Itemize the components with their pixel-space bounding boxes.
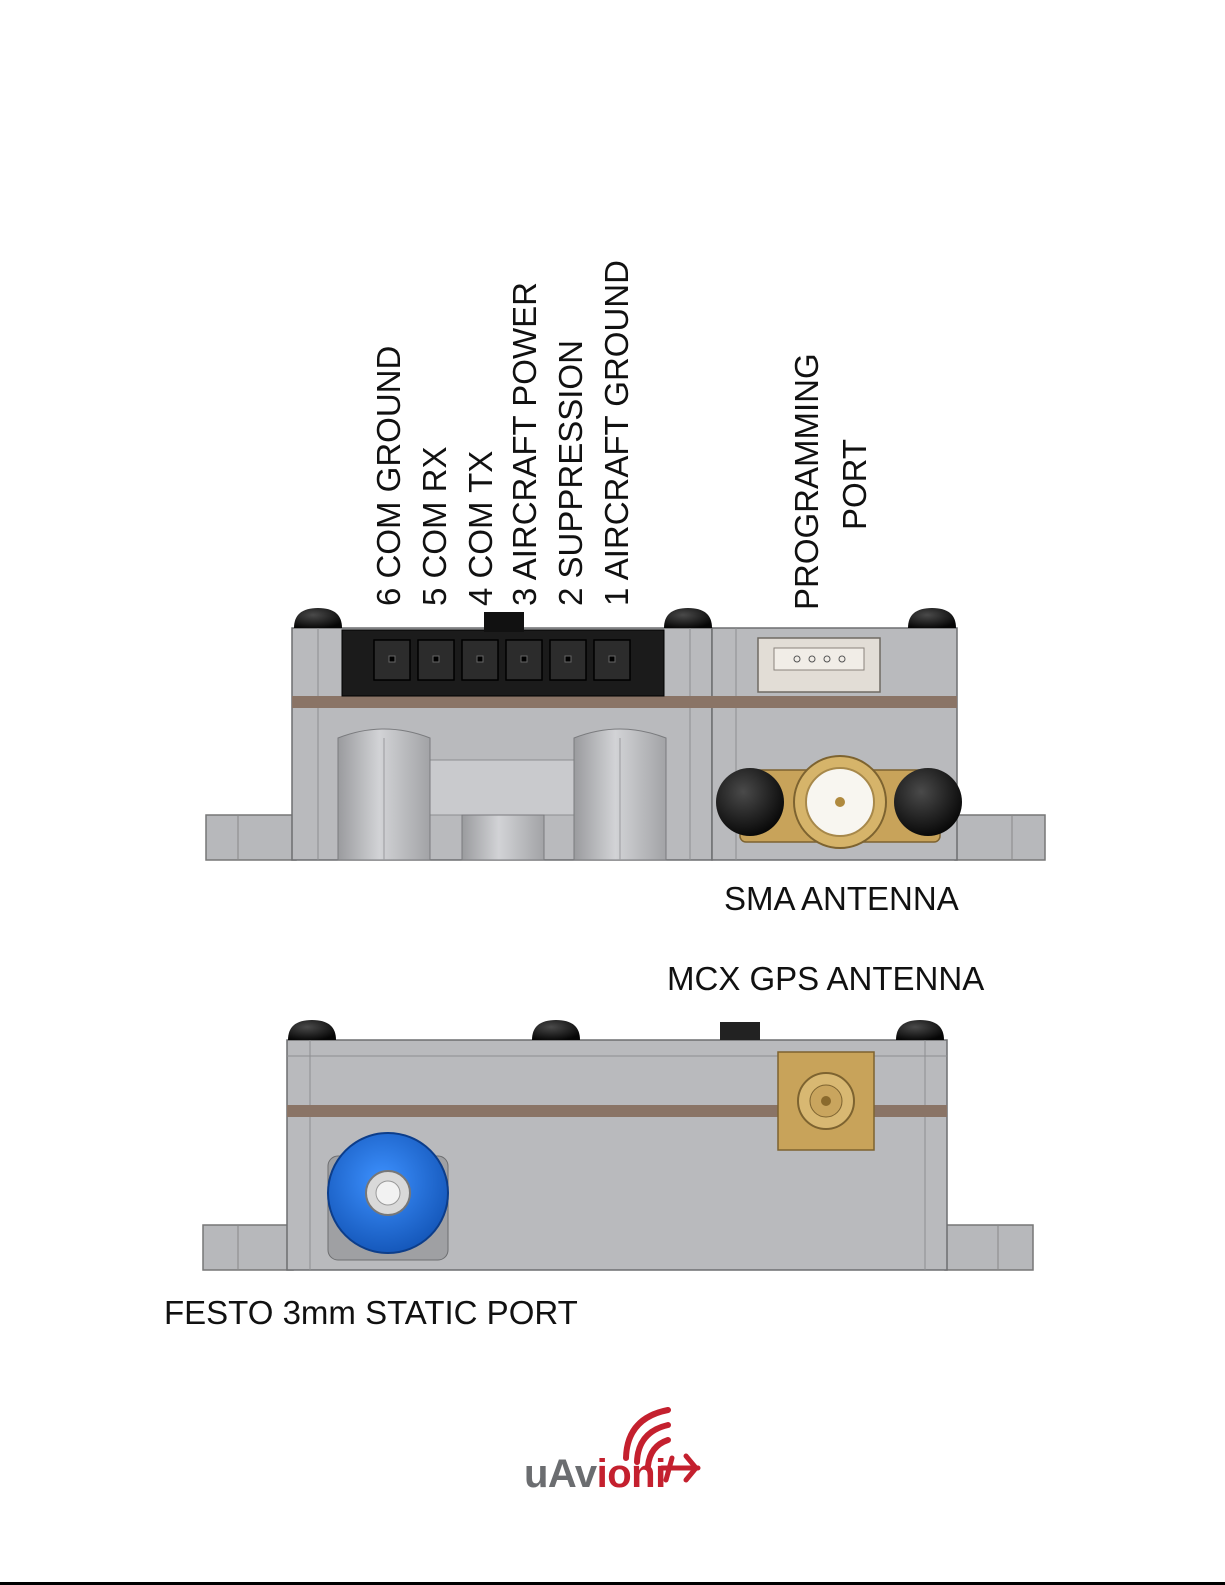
pin-5-label: 5 COM RX	[418, 446, 451, 606]
programming-port-label-line1: PROGRAMMING	[790, 353, 823, 610]
sma-antenna-label: SMA ANTENNA	[724, 882, 959, 915]
sma-screw-left	[716, 768, 784, 836]
mcx-gps-antenna-label: MCX GPS ANTENNA	[667, 962, 984, 995]
sma-screw-right	[894, 768, 962, 836]
logo-text-part1: uAv	[524, 1452, 597, 1496]
pin-6-label: 6 COM GROUND	[372, 346, 405, 606]
housing-seam	[292, 696, 957, 708]
side-view	[203, 1020, 1033, 1270]
right-flange	[955, 815, 1045, 860]
uavionix-logo: uAvioni	[524, 1452, 666, 1497]
pin-4-label: 4 COM TX	[464, 451, 497, 606]
top-view	[206, 608, 1045, 860]
static-port-label: FESTO 3mm STATIC PORT	[164, 1296, 578, 1329]
logo-text-part2: ioni	[597, 1452, 666, 1496]
programming-port-label-line2: PORT	[838, 439, 871, 530]
pin-3-label: 3 AIRCRAFT POWER	[508, 282, 541, 606]
pin-1-label: 1 AIRCRAFT GROUND	[600, 260, 633, 606]
pin-2-label: 2 SUPPRESSION	[554, 340, 587, 606]
left-flange	[206, 815, 296, 860]
